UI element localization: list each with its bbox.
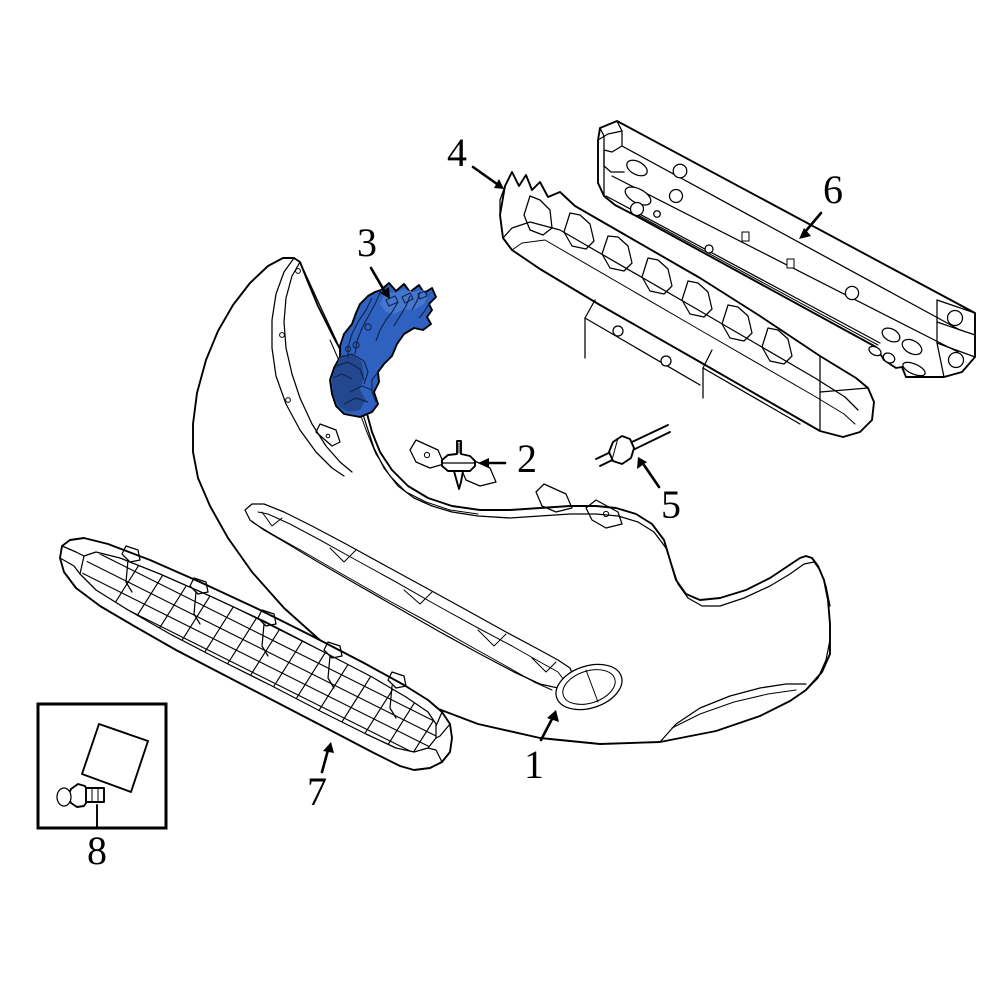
part-3-bumper-cover-side-bracket[interactable] (329, 282, 437, 418)
callout-arrow-7 (320, 742, 334, 774)
callout-number-6: 6 (823, 167, 843, 212)
part-8-detail-inset[interactable] (36, 702, 168, 830)
callout-number-2: 2 (517, 436, 537, 481)
callout-number-8: 8 (87, 828, 107, 873)
callout-arrow-3 (369, 266, 390, 299)
callout-arrow-5 (637, 457, 661, 489)
callout-number-5: 5 (661, 482, 681, 527)
part-2-push-in-retainer-clip[interactable] (441, 440, 476, 490)
part-6-bumper-reinforcement-beam[interactable] (597, 120, 976, 378)
callout-number-3: 3 (357, 220, 377, 265)
callout-arrows (320, 165, 823, 774)
callout-number-4: 4 (447, 130, 467, 175)
part-4-bumper-energy-absorber[interactable] (499, 171, 875, 438)
callout-number-7: 7 (307, 769, 327, 814)
callout-number-1: 1 (524, 742, 544, 787)
part-5-bumper-retainer-pin[interactable] (595, 424, 671, 467)
callout-arrow-4 (471, 165, 504, 189)
callout-arrow-1 (539, 710, 559, 742)
callout-arrow-2 (478, 458, 507, 468)
callout-arrow-6 (799, 211, 823, 239)
